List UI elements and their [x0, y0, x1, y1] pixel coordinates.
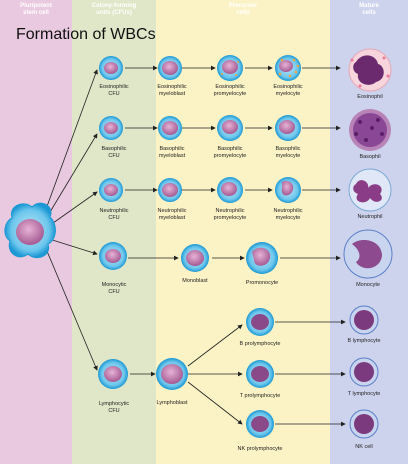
- t-prolymphocyte: [246, 360, 274, 388]
- column-precursor: [156, 0, 330, 464]
- b-lymphocyte: [349, 305, 379, 335]
- label-baso-promyelocyte: Basophilic promyelocyte: [213, 146, 247, 159]
- t-lymphocyte: [349, 357, 379, 387]
- label-baso-myeloblast: Basophilic myeloblast: [158, 146, 186, 159]
- neutrophilic-cfu: [99, 178, 123, 202]
- label-nk-prolymphocyte: NK prolymphocyte: [237, 446, 283, 452]
- label-mono-cfu: Monocytic CFU: [101, 282, 127, 295]
- monocytic-cfu: [99, 242, 127, 270]
- basophilic-cfu: [99, 116, 123, 140]
- monoblast: [181, 244, 209, 272]
- basophil: [349, 109, 391, 151]
- basophilic-myeloblast: [158, 116, 182, 140]
- row-arrows: [125, 65, 346, 427]
- eosinophilic-cfu: [99, 56, 123, 80]
- label-neut-cfu: Neutrophilic CFU: [99, 208, 129, 221]
- diagram-title: Formation of WBCs: [16, 26, 156, 43]
- eosinophil: [348, 48, 392, 92]
- basophilic-promyelocyte: [217, 115, 243, 141]
- label-lymph-cfu: Lymphocytic CFU: [98, 401, 130, 414]
- eosinophilic-myelocyte: [275, 55, 301, 81]
- label-monocyte: Monocyte: [356, 282, 380, 288]
- neutrophil: [348, 168, 392, 212]
- header-precursor: Precursor cells: [228, 3, 258, 16]
- label-eos-promyelocyte: Eosinophilic promyelocyte: [213, 84, 247, 97]
- lymphoblast: [156, 358, 188, 390]
- nk-cell: [349, 409, 379, 439]
- label-neut-promyelocyte: Neutrophilic promyelocyte: [213, 208, 247, 221]
- lymphocytic-cfu: [98, 359, 128, 389]
- label-monoblast: Monoblast: [182, 278, 208, 284]
- label-promonocyte: Promonocyte: [245, 280, 279, 286]
- label-baso-myelocyte: Basophilic myelocyte: [275, 146, 301, 159]
- basophilic-myelocyte: [275, 115, 301, 141]
- eosinophilic-promyelocyte: [217, 55, 243, 81]
- neutrophilic-myeloblast: [158, 178, 182, 202]
- label-t-lymphocyte: T lymphocyte: [347, 391, 381, 397]
- label-baso-cfu: Basophilic CFU: [101, 146, 127, 159]
- label-neut-myelocyte: Neutrophilic myelocyte: [273, 208, 303, 221]
- label-eosinophil: Eosinophil: [357, 94, 383, 100]
- monocyte: [343, 229, 393, 279]
- label-eos-myelocyte: Eosinophilic myelocyte: [273, 84, 303, 97]
- header-stem-cell: Pluripotent stem cell: [20, 3, 52, 16]
- label-b-lymphocyte: B lymphocyte: [347, 338, 381, 344]
- label-b-prolymphocyte: B prolymphocyte: [239, 341, 281, 347]
- label-lymphoblast: Lymphoblast: [156, 400, 188, 406]
- cells: [98, 48, 393, 439]
- label-eos-cfu: Eosinophilic CFU: [99, 84, 129, 97]
- promonocyte: [246, 242, 278, 274]
- neutrophilic-myelocyte: [275, 177, 301, 203]
- label-t-prolymphocyte: T prolymphocyte: [239, 393, 281, 399]
- label-neut-myeloblast: Neutrophilic myeloblast: [157, 208, 187, 221]
- label-basophil: Basophil: [359, 154, 381, 160]
- b-prolymphocyte: [246, 308, 274, 336]
- pluripotent-stem-cell: [4, 202, 56, 259]
- stem-arrows: [41, 69, 98, 371]
- nk-prolymphocyte: [246, 410, 274, 438]
- label-eos-myeloblast: Eosinophilic myeloblast: [157, 84, 187, 97]
- label-nk-cell: NK cell: [355, 444, 373, 450]
- eosinophilic-myeloblast: [158, 56, 182, 80]
- header-mature: Mature cells: [359, 3, 379, 16]
- label-neutrophil: Neutrophil: [357, 214, 383, 220]
- header-cfu: Colony-forming units (CFUs): [91, 3, 137, 16]
- neutrophilic-promyelocyte: [217, 177, 243, 203]
